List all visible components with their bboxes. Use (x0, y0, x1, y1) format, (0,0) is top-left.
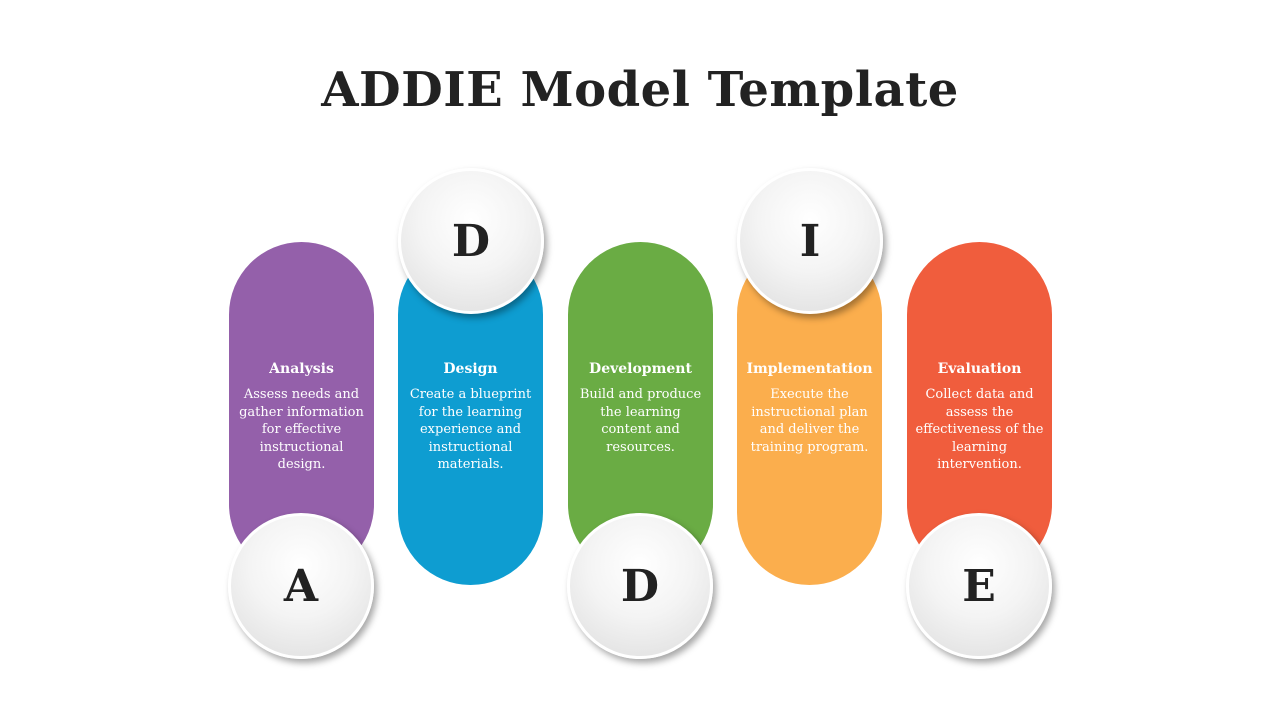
analysis-title: Analysis (269, 361, 334, 377)
analysis-text: Analysis Assess needs and gather informa… (229, 360, 374, 474)
analysis-description: Assess needs and gather information for … (239, 387, 364, 472)
development-text: Development Build and produce the learni… (568, 360, 713, 456)
design-description: Create a blueprint for the learning expe… (409, 387, 532, 472)
implementation-description: Execute the instructional plan and deliv… (750, 387, 869, 455)
design-title: Design (443, 361, 498, 377)
implementation-title: Implementation (746, 361, 873, 377)
implementation-letter-circle: I (737, 168, 883, 314)
development-letter-circle: D (567, 513, 713, 659)
analysis-letter-circle: A (228, 513, 374, 659)
development-pill: Development Build and produce the learni… (568, 242, 713, 577)
implementation-text: Implementation Execute the instructional… (737, 360, 882, 456)
design-letter-circle: D (398, 168, 544, 314)
design-letter: D (451, 215, 491, 267)
analysis-letter: A (283, 560, 319, 612)
development-letter: D (620, 560, 660, 612)
development-description: Build and produce the learning content a… (579, 387, 702, 455)
slide-title: ADDIE Model Template (321, 62, 959, 118)
implementation-letter: I (799, 215, 821, 267)
design-pill: Design Create a blueprint for the learni… (398, 242, 543, 585)
evaluation-letter-circle: E (906, 513, 1052, 659)
design-text: Design Create a blueprint for the learni… (398, 360, 543, 474)
evaluation-letter: E (962, 560, 996, 612)
development-title: Development (589, 361, 692, 377)
evaluation-title: Evaluation (937, 361, 1022, 377)
evaluation-text: Evaluation Collect data and assess the e… (907, 360, 1052, 474)
evaluation-description: Collect data and assess the effectivenes… (915, 387, 1044, 472)
implementation-pill: Implementation Execute the instructional… (737, 242, 882, 585)
